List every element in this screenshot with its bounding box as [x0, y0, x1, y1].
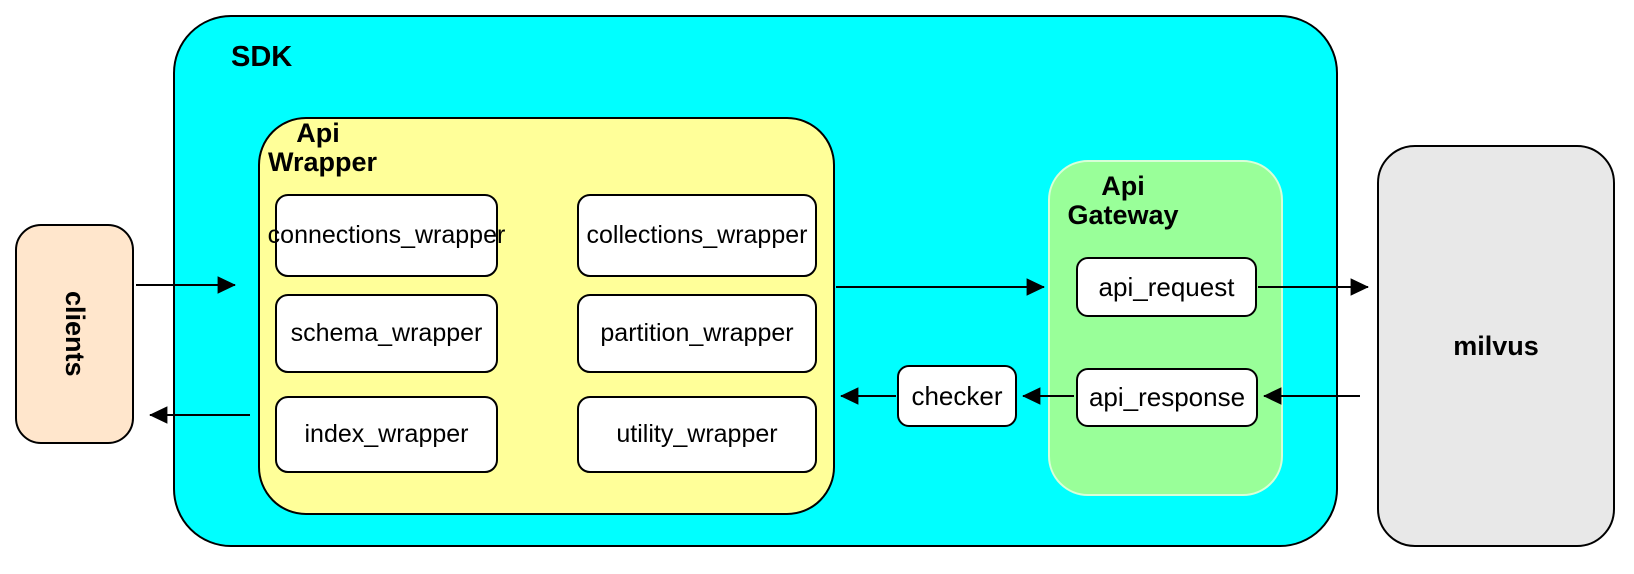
sdk-label: SDK [231, 41, 293, 73]
connections-wrapper-node: connections_wrapper [268, 194, 505, 277]
utility-wrapper-node: utility_wrapper [577, 396, 817, 473]
api-request-label: api_request [1098, 271, 1235, 302]
api-wrapper-label: Api Wrapper [268, 118, 378, 178]
milvus-label: milvus [1453, 330, 1539, 361]
milvus-node: milvus [1377, 145, 1615, 547]
index-wrapper-node: index_wrapper [275, 396, 498, 473]
clients-node: clients [15, 224, 134, 444]
utility-wrapper-label: utility_wrapper [616, 420, 778, 448]
checker-node: checker [897, 365, 1017, 427]
api-response-node: api_response [1076, 368, 1258, 427]
api-gateway-label: Api Gateway [1067, 171, 1179, 231]
partition-wrapper-label: partition_wrapper [600, 319, 794, 347]
checker-label: checker [911, 380, 1003, 411]
schema-wrapper-node: schema_wrapper [275, 294, 498, 373]
schema-wrapper-label: schema_wrapper [290, 319, 483, 347]
api-request-node: api_request [1076, 257, 1257, 317]
clients-label: clients [60, 291, 90, 377]
collections-wrapper-label: collections_wrapper [586, 221, 808, 249]
api-response-label: api_response [1088, 382, 1246, 412]
api-gateway-container [1048, 160, 1283, 496]
partition-wrapper-node: partition_wrapper [577, 294, 817, 373]
connections-wrapper-label: connections_wrapper [267, 221, 506, 249]
collections-wrapper-node: collections_wrapper [577, 194, 817, 277]
index-wrapper-label: index_wrapper [304, 420, 469, 448]
